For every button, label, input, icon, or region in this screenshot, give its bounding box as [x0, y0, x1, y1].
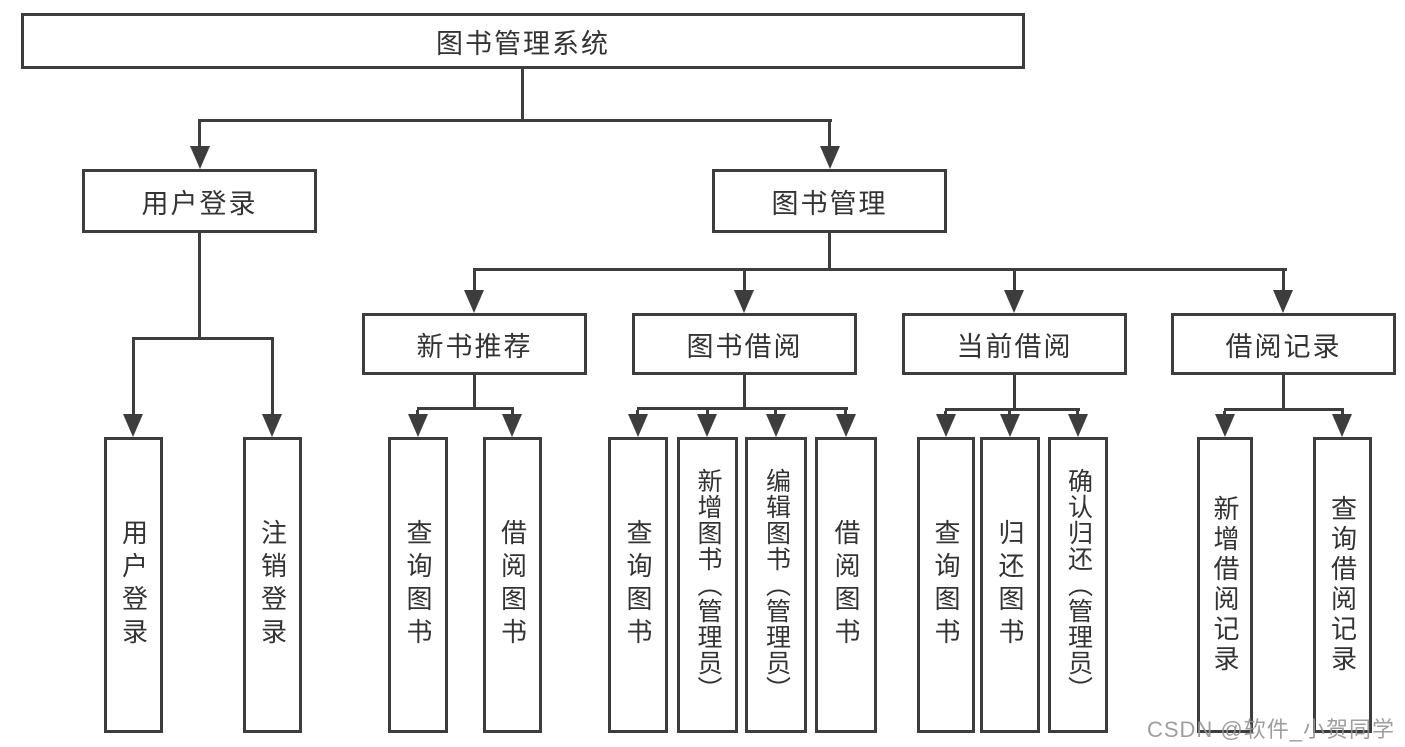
leaf-newbooks-query-books: 查询图书 [388, 437, 448, 733]
connector-user-login-down [198, 233, 201, 340]
leaf-borrowing-edit-books-admin: 编辑图书（管理员） [745, 437, 807, 733]
arrow-down-icon [1332, 414, 1352, 437]
node-book-borrowing-label: 图书借阅 [686, 331, 803, 362]
leaf-newbooks-borrow-books: 借阅图书 [483, 437, 542, 733]
connector-records-down [1282, 375, 1285, 411]
connector-current-rail [945, 408, 1080, 411]
node-user-login-label: 用户登录 [141, 188, 258, 219]
arrow-down-icon [1000, 414, 1020, 437]
arrow-down-icon [408, 414, 428, 437]
leaf-current-query-books: 查询图书 [917, 437, 975, 733]
node-new-book-recommend-label: 新书推荐 [416, 331, 533, 362]
connector-new-books-rail [417, 407, 514, 410]
connector-book-borrow-rail [637, 407, 848, 410]
leaf-borrowing-add-books-admin: 新增图书（管理员） [677, 437, 738, 733]
node-book-management: 图书管理 [712, 169, 947, 233]
leaf-borrowing-borrow-books: 借阅图书 [815, 437, 877, 733]
connector-book-mgmt-down [828, 233, 831, 271]
node-book-management-label: 图书管理 [771, 188, 888, 219]
arrow-down-icon [820, 146, 840, 169]
node-borrow-records: 借阅记录 [1171, 313, 1396, 375]
arrow-down-icon [697, 414, 717, 437]
arrow-down-icon [123, 414, 143, 437]
arrow-down-icon [1215, 414, 1235, 437]
leaf-current-return-books: 归还图书 [980, 437, 1040, 733]
arrow-down-icon [734, 290, 754, 313]
connector-current-down [1013, 375, 1016, 411]
leaf-borrowing-add-books-admin-label: 新增图书（管理员） [694, 468, 722, 702]
leaf-records-add-record: 新增借阅记录 [1197, 437, 1253, 733]
leaf-records-query-record-label: 查询借阅记录 [1327, 495, 1358, 675]
connector-user-login-stem [198, 121, 201, 149]
connector-level2-stem [1282, 271, 1285, 292]
leaf-borrowing-edit-books-admin-label: 编辑图书（管理员） [762, 468, 791, 702]
node-current-borrowing-label: 当前借阅 [956, 331, 1073, 362]
arrow-down-icon [502, 414, 522, 437]
leaf-logout: 注销登录 [243, 437, 302, 733]
connector-book-borrow-down [743, 375, 746, 410]
connector-leaf-stem [271, 340, 274, 416]
arrow-down-icon [190, 146, 210, 169]
leaf-borrowing-query-books: 查询图书 [608, 437, 668, 733]
leaf-current-query-books-label: 查询图书 [931, 519, 961, 651]
arrow-down-icon [936, 414, 956, 437]
node-borrow-records-label: 借阅记录 [1225, 331, 1342, 362]
csdn-watermark: CSDN @软件_小贺同学 [1146, 717, 1395, 742]
node-system-root-label: 图书管理系统 [436, 28, 610, 59]
node-new-book-recommend: 新书推荐 [362, 313, 587, 375]
leaf-records-query-record: 查询借阅记录 [1313, 437, 1372, 733]
leaf-borrowing-query-books-label: 查询图书 [623, 519, 653, 651]
connector-records-rail [1224, 408, 1344, 411]
connector-level2-rail [473, 268, 1287, 271]
node-current-borrowing: 当前借阅 [902, 313, 1127, 375]
arrow-down-icon [1004, 290, 1024, 313]
arrow-down-icon [628, 414, 648, 437]
connector-book-mgmt-stem [828, 121, 831, 149]
connector-user-login-rail [132, 337, 274, 340]
arrow-down-icon [766, 414, 786, 437]
node-user-login: 用户登录 [82, 169, 317, 233]
arrow-down-icon [262, 414, 282, 437]
leaf-newbooks-borrow-books-label: 借阅图书 [497, 519, 528, 651]
leaf-logout-label: 注销登录 [257, 519, 288, 651]
arrow-down-icon [1068, 414, 1088, 437]
arrow-down-icon [1273, 290, 1293, 313]
leaf-current-confirm-return-admin-label: 确认归还（管理员） [1064, 468, 1093, 702]
arrow-down-icon [836, 414, 856, 437]
leaf-current-return-books-label: 归还图书 [995, 519, 1025, 651]
node-system-root: 图书管理系统 [21, 13, 1025, 69]
leaf-user-login: 用户登录 [104, 437, 163, 733]
connector-level1-rail [198, 119, 832, 122]
leaf-newbooks-query-books-label: 查询图书 [403, 519, 433, 651]
leaf-current-confirm-return-admin: 确认归还（管理员） [1048, 437, 1108, 733]
connector-leaf-stem [132, 340, 135, 416]
leaf-user-login-label: 用户登录 [118, 519, 149, 651]
leaf-borrowing-borrow-books-label: 借阅图书 [831, 519, 861, 651]
arrow-down-icon [464, 290, 484, 313]
connector-root-stem [521, 69, 524, 122]
connector-level2-stem [743, 271, 746, 292]
connector-new-books-down [473, 375, 476, 410]
leaf-records-add-record-label: 新增借阅记录 [1210, 495, 1240, 675]
connector-level2-stem [473, 271, 476, 292]
connector-level2-stem [1013, 271, 1016, 292]
node-book-borrowing: 图书借阅 [632, 313, 857, 375]
